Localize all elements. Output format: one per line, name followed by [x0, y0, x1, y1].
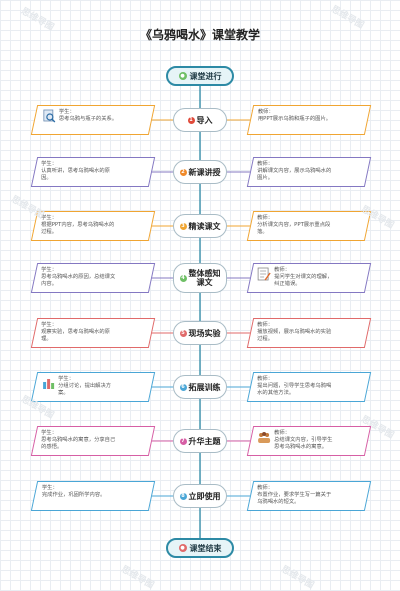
end-dot-icon: ● [178, 544, 187, 552]
step-number-badge: 6 [179, 383, 187, 391]
step-number-badge: 4 [179, 274, 187, 282]
student-box: 学生： 思考乌鸦喝水的原因，总结课文 内容。 [30, 263, 156, 293]
step-label: 导入 [196, 115, 213, 125]
student-box: 学生： 完成作业，巩固所学内容。 [30, 481, 156, 511]
start-dot-icon: ● [178, 72, 187, 80]
teacher-box: 教师： 总结课文内容，引导学生 思考乌鸦喝水的寓意。 [246, 426, 372, 456]
step-number-badge: 1 [187, 116, 195, 124]
student-text: 学生： 根据PPT内容，思考乌鸦喝水的 过程。 [41, 215, 115, 235]
end-label: 课堂结束 [189, 543, 222, 553]
step-label: 整体感知 课文 [188, 269, 221, 287]
teacher-text: 教师： 提问学生对课文的理解， 纠正错误。 [274, 267, 333, 287]
teacher-box: 教师： 播放视频，展示乌鸦喝水的实验 过程。 [246, 318, 372, 348]
student-text: 学生： 思考乌鸦与瓶子的关系。 [58, 109, 118, 122]
step-label: 现场实验 [188, 328, 221, 338]
end-node[interactable]: ● 课堂结束 [166, 538, 234, 558]
start-label: 课堂进行 [189, 71, 222, 81]
student-box: 学生： 思考乌鸦与瓶子的关系。 [30, 105, 156, 135]
student-text: 学生： 思考乌鸦喝水的寓意，分享自己 的感悟。 [41, 430, 116, 450]
step-label: 新课讲授 [188, 167, 221, 177]
teacher-text: 教师： 提出问题，引导学生思考乌鸦喝 水的其他方法。 [257, 376, 332, 396]
step-label: 立即使用 [188, 491, 221, 501]
teacher-box: 教师： 用PPT展示乌鸦和瓶子的图片。 [246, 105, 372, 135]
step-number-badge: 8 [179, 492, 187, 500]
student-box: 学生： 分组讨论，提出解决方 案。 [30, 372, 156, 402]
start-node[interactable]: ● 课堂进行 [166, 66, 234, 86]
teacher-text: 教师： 讲解课文内容，展示乌鸦喝水的 图片。 [257, 161, 332, 181]
discussion-group-icon [41, 376, 55, 390]
teacher-text: 教师： 总结课文内容，引导学生 思考乌鸦喝水的寓意。 [274, 430, 333, 450]
student-text: 学生： 分组讨论，提出解决方 案。 [58, 376, 112, 396]
teacher-text: 教师： 用PPT展示乌鸦和瓶子的图片。 [257, 109, 332, 122]
step-label: 升华主题 [188, 436, 221, 446]
document-magnifier-icon [42, 109, 56, 123]
student-text: 学生： 思考乌鸦喝水的原因，总结课文 内容。 [41, 267, 116, 287]
teacher-text: 教师： 播放视频，展示乌鸦喝水的实验 过程。 [257, 322, 332, 342]
step-number-badge: 5 [179, 329, 187, 337]
student-box: 学生： 认真听讲，思考乌鸦喝水的原 因。 [30, 157, 156, 187]
student-box: 学生： 思考乌鸦喝水的寓意，分享自己 的感悟。 [30, 426, 156, 456]
step-number-badge: 3 [179, 222, 187, 230]
page-title: 《乌鸦喝水》课堂教学 [139, 28, 260, 42]
teacher-box: 教师： 提出问题，引导学生思考乌鸦喝 水的其他方法。 [246, 372, 372, 402]
people-group-icon [257, 430, 271, 444]
teacher-box: 教师： 布置作业，要求学生写一篇关于 乌鸦喝水的短文。 [246, 481, 372, 511]
teacher-box: 教师： 讲解课文内容，展示乌鸦喝水的 图片。 [246, 157, 372, 187]
checklist-pen-icon [257, 267, 271, 281]
student-box: 学生： 根据PPT内容，思考乌鸦喝水的 过程。 [30, 211, 156, 241]
student-box: 学生： 观察实验，思考乌鸦喝水的原 理。 [30, 318, 156, 348]
student-text: 学生： 观察实验，思考乌鸦喝水的原 理。 [41, 322, 110, 342]
student-text: 学生： 认真听讲，思考乌鸦喝水的原 因。 [41, 161, 110, 181]
teacher-box: 教师： 提问学生对课文的理解， 纠正错误。 [246, 263, 372, 293]
step-label: 精读课文 [188, 221, 221, 231]
step-label: 拓展训练 [188, 382, 221, 392]
teacher-text: 教师： 分析课文内容，PPT展示重点段 落。 [257, 215, 331, 235]
teacher-text: 教师： 布置作业，要求学生写一篇关于 乌鸦喝水的短文。 [257, 485, 332, 505]
step-number-badge: 2 [179, 168, 187, 176]
student-text: 学生： 完成作业，巩固所学内容。 [41, 485, 106, 498]
step-number-badge: 7 [179, 437, 187, 445]
teacher-box: 教师： 分析课文内容，PPT展示重点段 落。 [246, 211, 372, 241]
